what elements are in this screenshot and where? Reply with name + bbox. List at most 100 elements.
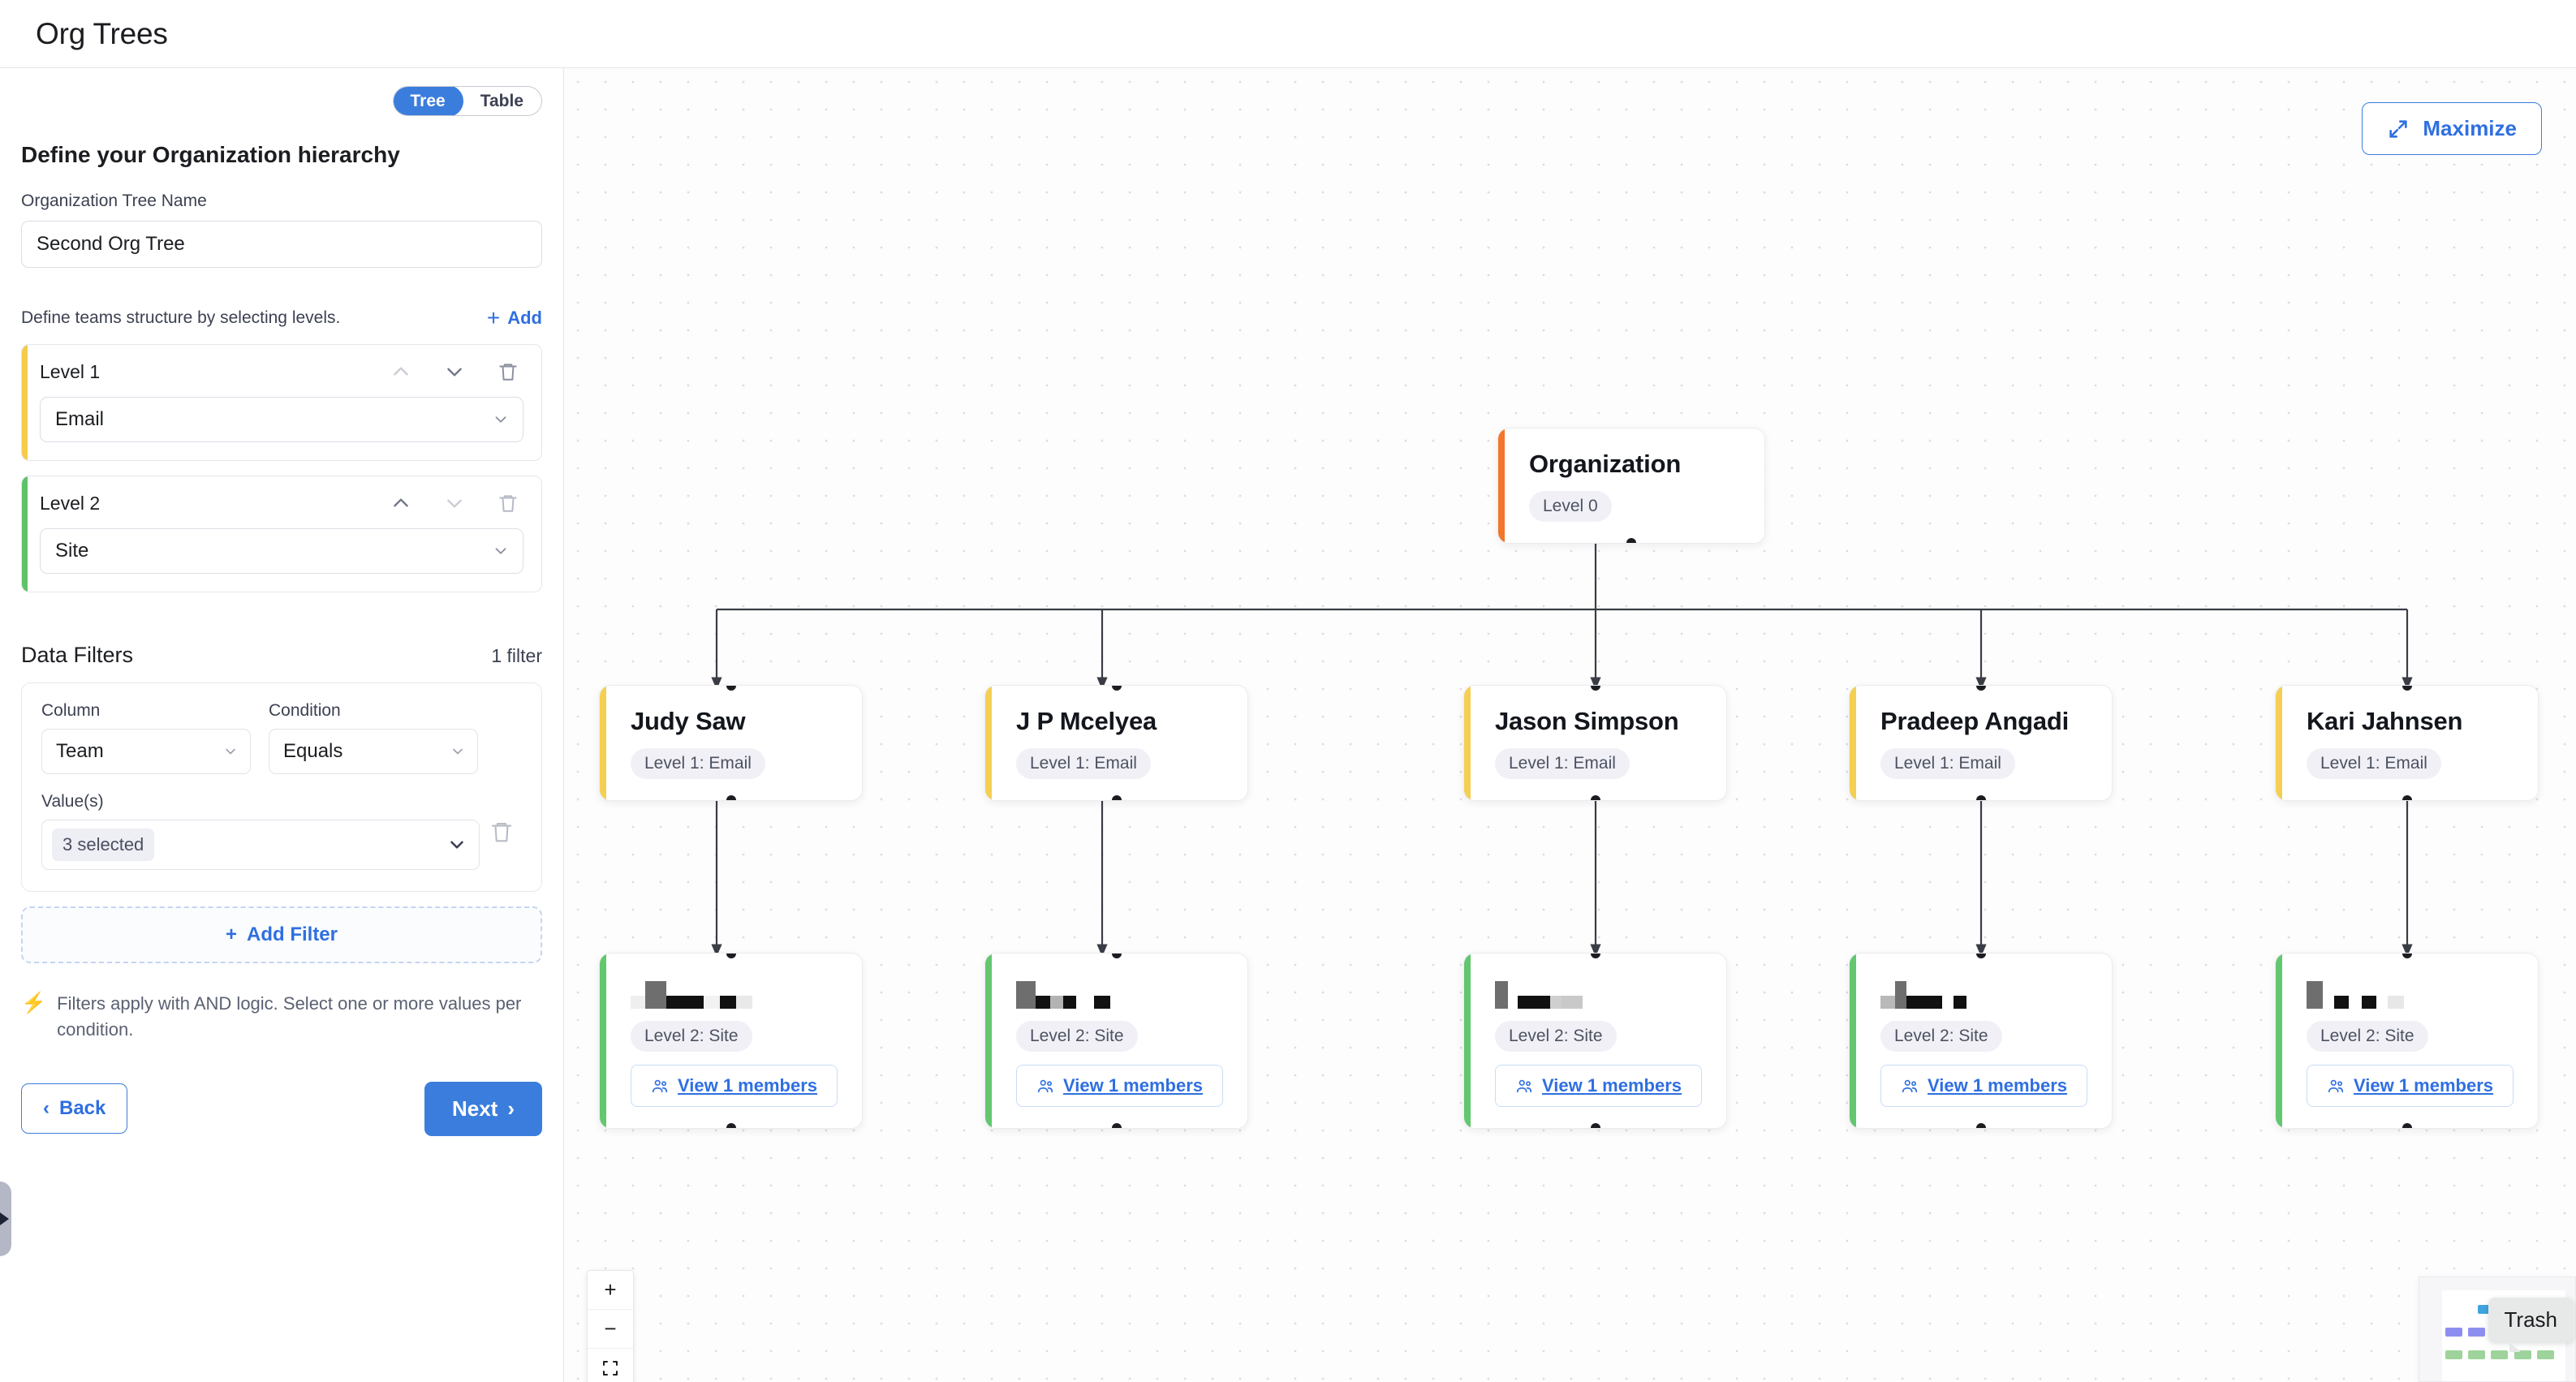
configuration-sidebar: Tree Table Define your Organization hier… [0, 68, 564, 1382]
selected-count-chip: 3 selected [52, 829, 155, 861]
filter-values-select[interactable]: 3 selected [41, 820, 480, 870]
node-level-badge: Level 2: Site [2307, 1021, 2428, 1052]
node-port-top [726, 954, 736, 958]
node-level-badge: Level 0 [1529, 491, 1612, 522]
org-node-level1[interactable]: Kari Jahnsen Level 1: Email [2275, 685, 2539, 801]
view-members-button[interactable]: View 1 members [1016, 1065, 1223, 1107]
level-actions [389, 491, 523, 515]
view-members-button[interactable]: View 1 members [2307, 1065, 2514, 1107]
sidebar-collapse-handle[interactable] [0, 1182, 11, 1256]
org-node-level1[interactable]: Pradeep Angadi Level 1: Email [1849, 685, 2113, 801]
node-port-bottom [1626, 538, 1636, 543]
node-port-bottom [1975, 1123, 1986, 1128]
minimap-node-level1 [2445, 1328, 2462, 1337]
tree-name-input[interactable] [21, 221, 542, 268]
node-title-redacted [1016, 975, 1223, 1009]
view-members-button[interactable]: View 1 members [631, 1065, 838, 1107]
minimap-node-level2 [2445, 1350, 2462, 1359]
org-node-level2[interactable]: Level 2: Site View 1 members [984, 953, 1248, 1129]
zoom-in-button[interactable]: + [588, 1271, 633, 1310]
delete-filter-button[interactable] [489, 820, 514, 844]
org-node-level1[interactable]: J P Mcelyea Level 1: Email [984, 685, 1248, 801]
level-card: Level 1 Email [21, 344, 542, 461]
maximize-button[interactable]: Maximize [2362, 102, 2542, 155]
node-body: J P Mcelyea Level 1: Email [985, 686, 1247, 800]
back-label: Back [59, 1097, 106, 1120]
chevron-down-icon[interactable] [442, 491, 467, 515]
org-node-level2[interactable]: Level 2: Site View 1 members [599, 953, 863, 1129]
filter-condition-select[interactable]: Equals [269, 729, 478, 774]
node-port-top [726, 686, 736, 691]
add-filter-label: Add Filter [247, 923, 338, 945]
app-body: Tree Table Define your Organization hier… [0, 68, 2576, 1382]
node-title: Pradeep Angadi [1880, 707, 2070, 735]
minimap-node-level2 [2468, 1350, 2485, 1359]
next-button[interactable]: Next › [424, 1081, 542, 1136]
chevron-up-icon[interactable] [389, 491, 413, 515]
node-level-badge: Level 1: Email [631, 748, 765, 779]
filter-help-text: Filters apply with AND logic. Select one… [57, 993, 522, 1040]
chevron-up-icon[interactable] [389, 359, 413, 384]
filter-fields: Column Team Condition Equals [41, 701, 522, 774]
filter-values-field: Value(s) 3 selected [41, 792, 480, 870]
level-name: Level 1 [40, 360, 101, 382]
plus-icon: + [225, 923, 237, 945]
page-title: Org Trees [36, 16, 168, 50]
wizard-footer: ‹ Back Next › [21, 1081, 542, 1136]
node-body: Judy Saw Level 1: Email [600, 686, 862, 800]
node-level-badge: Level 2: Site [631, 1021, 752, 1052]
node-port-bottom [1590, 795, 1600, 800]
lightning-icon: ⚡ [21, 992, 47, 1014]
trash-icon[interactable] [496, 359, 520, 384]
filter-row: Column Team Condition Equals Value(s) [21, 682, 542, 892]
level-column-select[interactable]: Site [40, 528, 523, 574]
org-node-level2[interactable]: Level 2: Site View 1 members [2275, 953, 2539, 1129]
node-body: Level 2: Site View 1 members [985, 954, 1247, 1128]
sidebar-heading: Define your Organization hierarchy [21, 142, 400, 167]
view-members-button[interactable]: View 1 members [1495, 1065, 1702, 1107]
filter-count-label: 1 filter [491, 645, 542, 666]
node-port-bottom [2402, 1123, 2412, 1128]
node-port-bottom [1111, 795, 1122, 800]
node-port-top [2402, 686, 2412, 691]
zoom-out-button[interactable]: − [588, 1310, 633, 1349]
filter-values-label: Value(s) [41, 792, 104, 811]
expand-arrows-icon [2389, 119, 2408, 138]
org-node-level1[interactable]: Jason Simpson Level 1: Email [1463, 685, 1727, 801]
node-level-badge: Level 1: Email [2307, 748, 2441, 779]
triangle-right-icon [0, 1211, 9, 1227]
org-node-level2[interactable]: Level 2: Site View 1 members [1849, 953, 2113, 1129]
node-title-redacted [1495, 975, 1702, 1009]
level-column-select[interactable]: Email [40, 397, 523, 442]
filter-column-select[interactable]: Team [41, 729, 251, 774]
trash-tooltip: Trash [2488, 1298, 2574, 1352]
org-node-level1[interactable]: Judy Saw Level 1: Email [599, 685, 863, 801]
level-card: Level 2 Site [21, 476, 542, 592]
node-level-badge: Level 1: Email [1495, 748, 1630, 779]
view-mode-toggle[interactable]: Tree Table [392, 86, 542, 116]
people-icon [1516, 1079, 1532, 1093]
add-level-button[interactable]: + Add [487, 307, 542, 329]
level-name: Level 2 [40, 492, 101, 514]
node-level-badge: Level 2: Site [1016, 1021, 1138, 1052]
node-port-top [1590, 686, 1600, 691]
filter-column-field: Column Team [41, 701, 251, 774]
minimap[interactable]: Trash [2419, 1277, 2576, 1382]
node-port-top [1111, 686, 1122, 691]
tab-table[interactable]: Table [463, 87, 541, 115]
back-button[interactable]: ‹ Back [21, 1083, 128, 1134]
node-level-badge: Level 1: Email [1016, 748, 1151, 779]
chevron-down-icon [226, 748, 235, 755]
chevron-down-icon[interactable] [442, 359, 467, 384]
org-node-root[interactable]: Organization Level 0 [1497, 428, 1765, 544]
zoom-controls[interactable]: + − [587, 1270, 634, 1382]
node-body: Level 2: Site View 1 members [2276, 954, 2538, 1128]
org-tree-canvas[interactable]: Maximize [564, 68, 2576, 1382]
tab-tree[interactable]: Tree [393, 87, 463, 115]
fit-view-button[interactable] [588, 1349, 633, 1382]
add-filter-button[interactable]: + Add Filter [21, 906, 542, 963]
org-node-level2[interactable]: Level 2: Site View 1 members [1463, 953, 1727, 1129]
view-members-button[interactable]: View 1 members [1880, 1065, 2087, 1107]
trash-icon[interactable] [496, 491, 520, 515]
node-level-badge: Level 2: Site [1495, 1021, 1617, 1052]
